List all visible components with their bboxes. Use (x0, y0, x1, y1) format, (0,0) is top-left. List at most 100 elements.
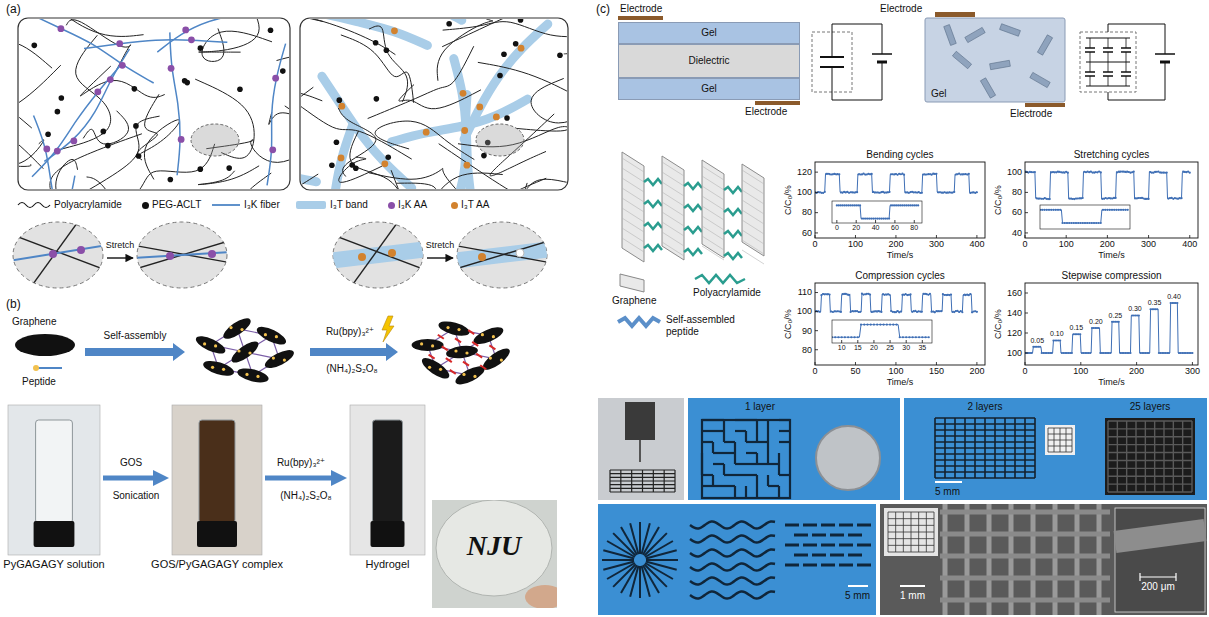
amino-acid-dot (476, 104, 483, 111)
amino-acid-dot (178, 136, 185, 143)
maze-wall (767, 420, 769, 431)
data-point (895, 324, 897, 326)
data-point (892, 204, 894, 206)
process-label: Sonication (113, 490, 160, 502)
chart-title: Compression cycles (855, 270, 944, 282)
mesh-line (1163, 421, 1164, 492)
crosslinker-dot (329, 162, 335, 168)
mesh-line (1024, 418, 1026, 478)
maze-wall (756, 453, 758, 464)
amino-acid-dot (57, 25, 64, 32)
sem-image (880, 504, 1207, 615)
graphene-flake (952, 51, 971, 68)
crosslinker-dot (446, 21, 452, 27)
polymer-chain (724, 209, 742, 215)
axis-tick-label: 300 (1141, 239, 1156, 249)
data-point (961, 311, 963, 313)
axis-tick (1136, 362, 1137, 365)
data-point (1051, 352, 1053, 354)
wave-pattern (690, 592, 775, 599)
maze-wall (724, 452, 735, 454)
data-point (1049, 198, 1051, 200)
scale-bar (848, 585, 868, 587)
maze-wall (779, 474, 790, 476)
crosslink-mark (446, 358, 452, 362)
wire (832, 62, 882, 100)
crosslink-mark (480, 365, 486, 369)
wire (1090, 52, 1091, 62)
mesh-line (994, 418, 996, 478)
data-line (1040, 210, 1128, 223)
battery-plate (1160, 61, 1170, 64)
mesh-line (1108, 491, 1192, 492)
data-point (1048, 209, 1050, 211)
photo-caption: PyGAGAGY solution (3, 558, 104, 571)
data-point (894, 204, 896, 206)
maze-wall (724, 441, 735, 443)
data-point (905, 336, 907, 338)
brick-pattern (830, 554, 844, 557)
graphene-sheet (742, 164, 764, 256)
print-photo (904, 398, 1207, 500)
wire (1108, 76, 1109, 86)
strain-label: 0.35 (1148, 299, 1162, 307)
data-point (1156, 308, 1158, 310)
data-point (1057, 209, 1059, 211)
data-line (815, 174, 977, 193)
sample-photo: GOS/PyGAGAGY complex (172, 405, 262, 573)
sem-inset (884, 508, 938, 556)
data-point (1115, 209, 1117, 211)
polyacrylamide-chain (19, 140, 44, 189)
data-point (903, 204, 905, 206)
crosslinker-dot (518, 19, 524, 23)
data-point (1180, 197, 1182, 199)
data-point (969, 293, 971, 295)
photo-caption: Hydrogel (365, 558, 409, 571)
wire (832, 32, 833, 57)
polymer-chain (644, 245, 662, 251)
radial-pattern (602, 559, 634, 561)
data-point (912, 336, 914, 338)
data-point (1059, 209, 1061, 211)
lattice-line (742, 250, 764, 264)
data-series (1040, 209, 1129, 224)
mesh-line (888, 545, 934, 546)
radial-pattern (639, 522, 641, 554)
maze-wall (746, 474, 757, 476)
graphene-sheet (702, 160, 724, 258)
data-point (1133, 170, 1135, 172)
radial-pattern (639, 566, 641, 598)
maze-wall (724, 485, 735, 487)
mesh-line (1145, 421, 1146, 492)
amino-acid-dot (119, 62, 126, 69)
photo-caption: GOS/PyGAGAGY complex (151, 558, 283, 571)
print-photo (688, 398, 900, 500)
data-point (1109, 209, 1111, 211)
maze-wall (734, 486, 736, 497)
polyacrylamide-chain (350, 131, 403, 189)
magnified-network (452, 240, 552, 270)
pyrene-group (237, 349, 240, 352)
axis-tick (895, 362, 896, 365)
polyacrylamide-chain (132, 240, 232, 270)
data-point (873, 218, 875, 220)
radial-pattern (646, 550, 677, 558)
mesh-line (1108, 428, 1192, 429)
legend-chain-sample (695, 275, 745, 283)
graphene-assembly (412, 319, 513, 388)
maze-wall (735, 463, 746, 465)
crosslinker-dot (182, 78, 188, 84)
strain-label: 0.30 (1128, 305, 1142, 313)
magnified-network (132, 240, 232, 270)
axis-tick-label: 50 (850, 366, 860, 376)
gel-region: Gel (925, 18, 1065, 102)
brick-pattern (803, 564, 817, 567)
crosslink-mark (468, 330, 474, 334)
polymer-network (301, 19, 567, 189)
crosslinker-dot (105, 143, 111, 149)
amino-acid-dot (116, 40, 123, 47)
vial-cap (197, 521, 237, 547)
data-series (815, 293, 978, 314)
data-point (1127, 209, 1129, 211)
crosslinker-dot (497, 73, 503, 79)
